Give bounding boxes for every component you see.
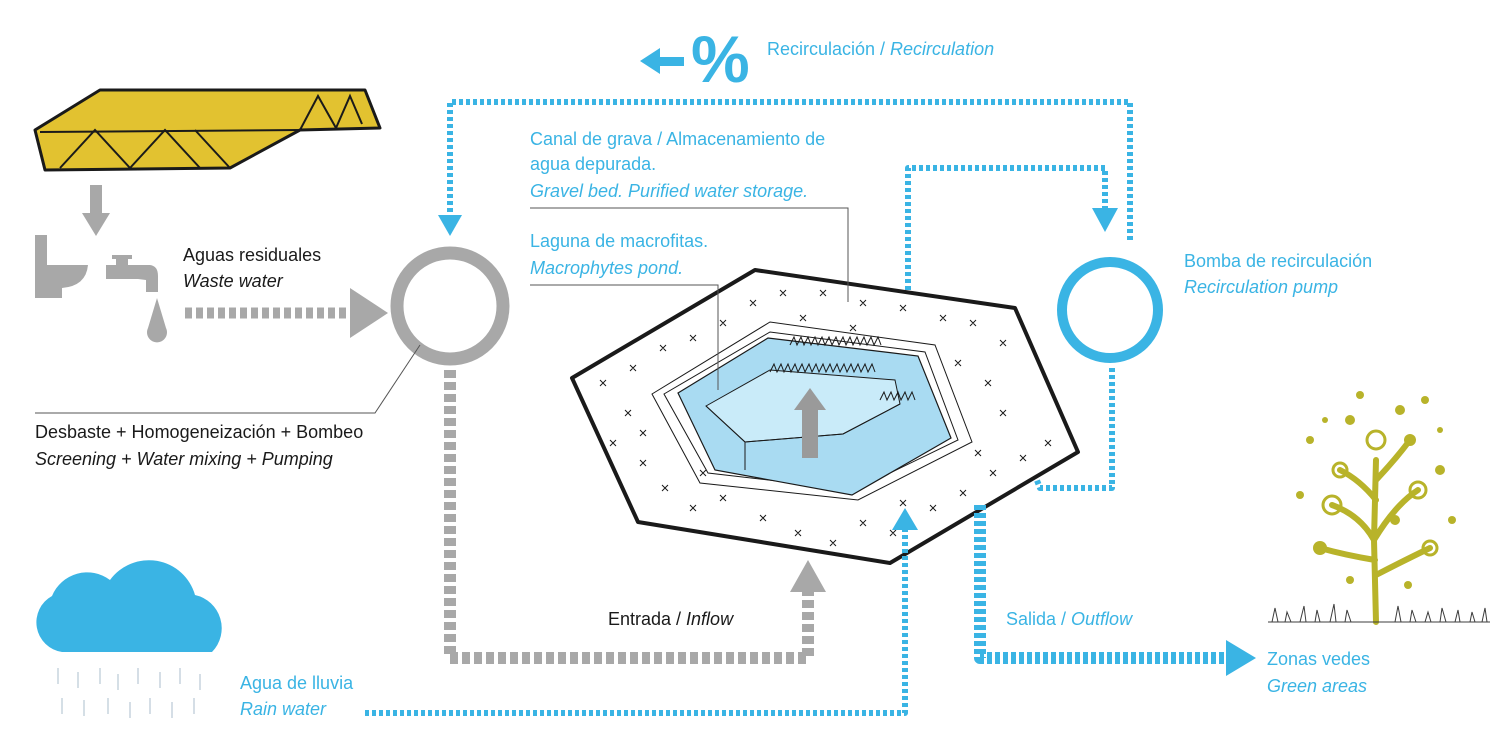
pretreatment-label-es: Desbaste + Homogeneización + Bombeo: [35, 422, 363, 442]
pump-label-es: Bomba de recirculación: [1184, 251, 1372, 271]
inflow-flow-arrow: [444, 370, 826, 664]
pump-label-en: Recirculation pump: [1184, 277, 1338, 297]
tree-icon: [1296, 391, 1456, 625]
green-areas-label-en: Green areas: [1267, 676, 1367, 696]
waste-water-label-es: Aguas residuales: [183, 245, 321, 265]
recirculation-pump-icon: [1057, 257, 1163, 363]
roof-down-arrow: [82, 185, 110, 236]
pond-label-es: Laguna de macrofitas.: [530, 231, 708, 251]
toilet-icon: [35, 235, 88, 298]
outflow-line: [974, 505, 1256, 676]
pond-leader-line: [530, 284, 719, 390]
inflow-label: Entrada / Inflow: [608, 609, 734, 629]
gravel-leader-line: [530, 207, 849, 302]
waste-water-label-en: Waste water: [183, 271, 284, 291]
faucet-icon: [106, 255, 158, 292]
recirculation-percent-icon: %: [640, 22, 750, 96]
cloud-icon: [36, 560, 222, 652]
gravel-label-line2: agua depurada.: [530, 154, 656, 174]
waste-water-flow-arrow: [185, 288, 388, 338]
rain-water-line: [365, 508, 918, 716]
drop-icon: [147, 298, 168, 343]
wetland-icon: [570, 268, 1080, 565]
gravel-label-line1: Canal de grava / Almacenamiento de: [530, 129, 825, 149]
pond-to-pump-line: [905, 165, 1118, 395]
rain-water-label-en: Rain water: [240, 699, 327, 719]
percent-symbol: %: [691, 22, 750, 96]
pretreatment-tank-icon: [390, 246, 510, 366]
pond-label-en: Macrophytes pond.: [530, 258, 683, 278]
pretreatment-label-en: Screening + Water mixing + Pumping: [35, 449, 333, 469]
recirculation-return-line: [438, 99, 1133, 240]
outflow-label: Salida / Outflow: [1006, 609, 1133, 629]
grass-icon: [1268, 603, 1490, 623]
pretreatment-leader-line: [35, 344, 421, 414]
gravel-label-en: Gravel bed. Purified water storage.: [530, 181, 808, 201]
rain-water-label-es: Agua de lluvia: [240, 673, 354, 693]
recirculation-label: Recirculación / Recirculation: [767, 39, 994, 59]
roof-icon: [33, 88, 382, 172]
green-areas-label-es: Zonas vedes: [1267, 649, 1370, 669]
rain-icon: [57, 668, 201, 718]
